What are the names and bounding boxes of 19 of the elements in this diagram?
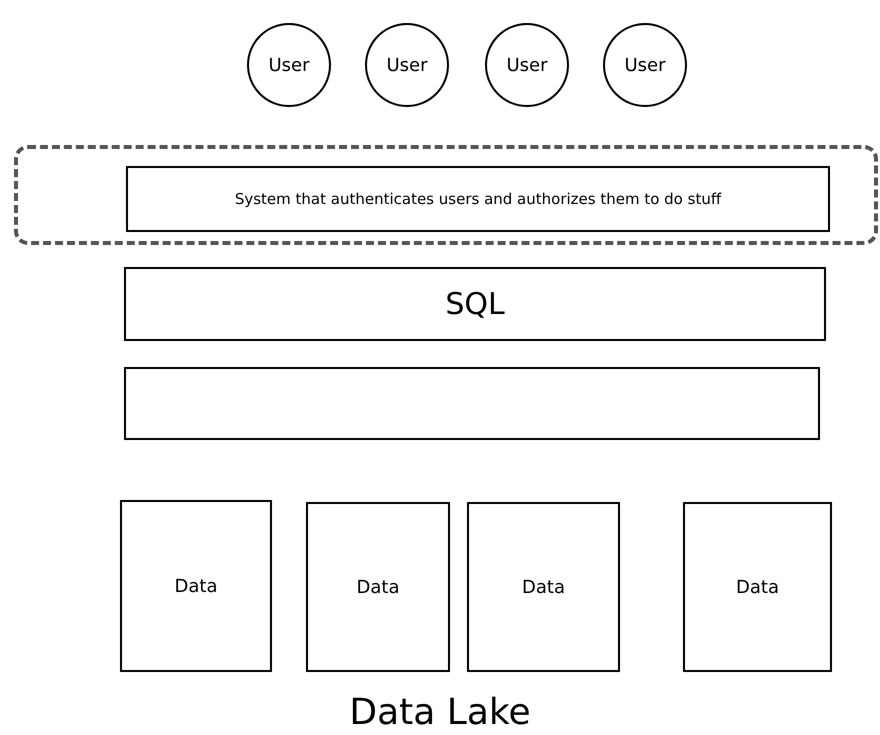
dashed-group-box bbox=[14, 145, 878, 245]
node-text: User bbox=[267, 54, 311, 78]
layer-box bbox=[126, 166, 830, 232]
node-text: Data bbox=[174, 574, 218, 598]
layer-box bbox=[124, 267, 826, 341]
diagram-caption: Data Lake bbox=[348, 691, 532, 735]
node-text: SQL bbox=[444, 286, 506, 324]
node-text: Data bbox=[521, 576, 566, 600]
node-text: User bbox=[623, 54, 667, 78]
layer-box bbox=[683, 502, 832, 672]
node-text: System that authenticates users and authorizes them to do stuff bbox=[234, 188, 722, 210]
node-text: User bbox=[505, 54, 549, 78]
node-text: User bbox=[385, 54, 429, 78]
layer-box bbox=[306, 502, 450, 672]
layer-box bbox=[467, 502, 620, 672]
layer-box bbox=[120, 500, 272, 672]
node-text: Data bbox=[356, 576, 400, 600]
layer-box bbox=[124, 367, 820, 440]
node-text: Data bbox=[735, 576, 780, 600]
